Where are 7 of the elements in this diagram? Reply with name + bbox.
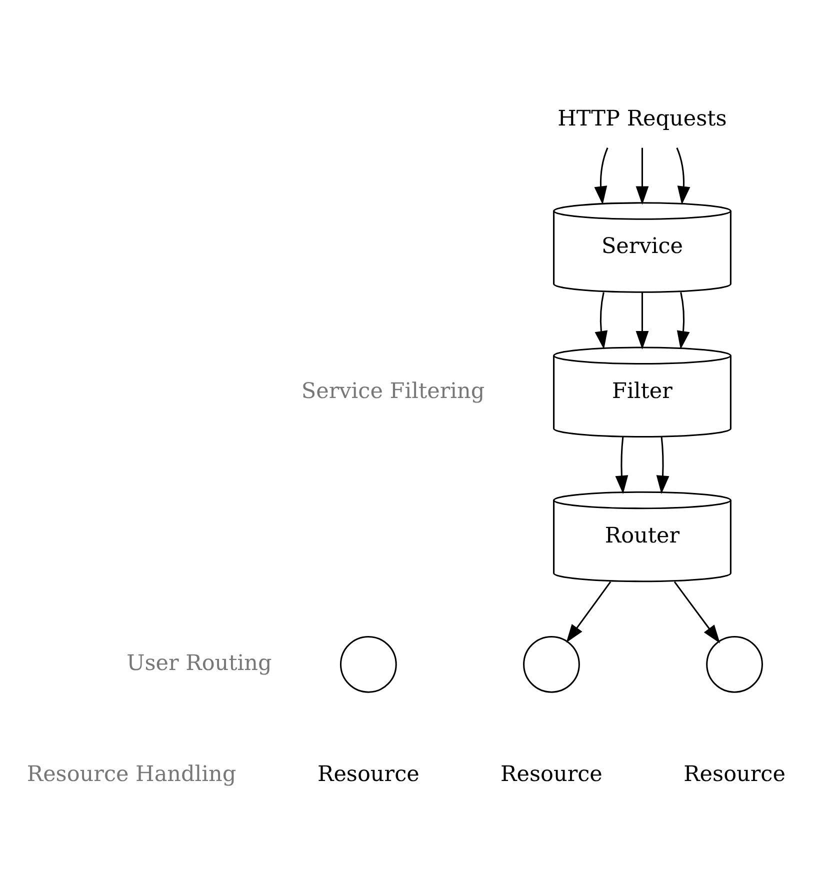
- node-label: Resource: [317, 762, 420, 787]
- label: User Routing: [126, 651, 272, 676]
- label: Service Filtering: [301, 378, 485, 404]
- node-label: Resource: [684, 762, 786, 787]
- node-label: Resource: [500, 762, 602, 787]
- node-text: HTTP Requests: [558, 106, 727, 132]
- label: Resource Handling: [26, 762, 236, 787]
